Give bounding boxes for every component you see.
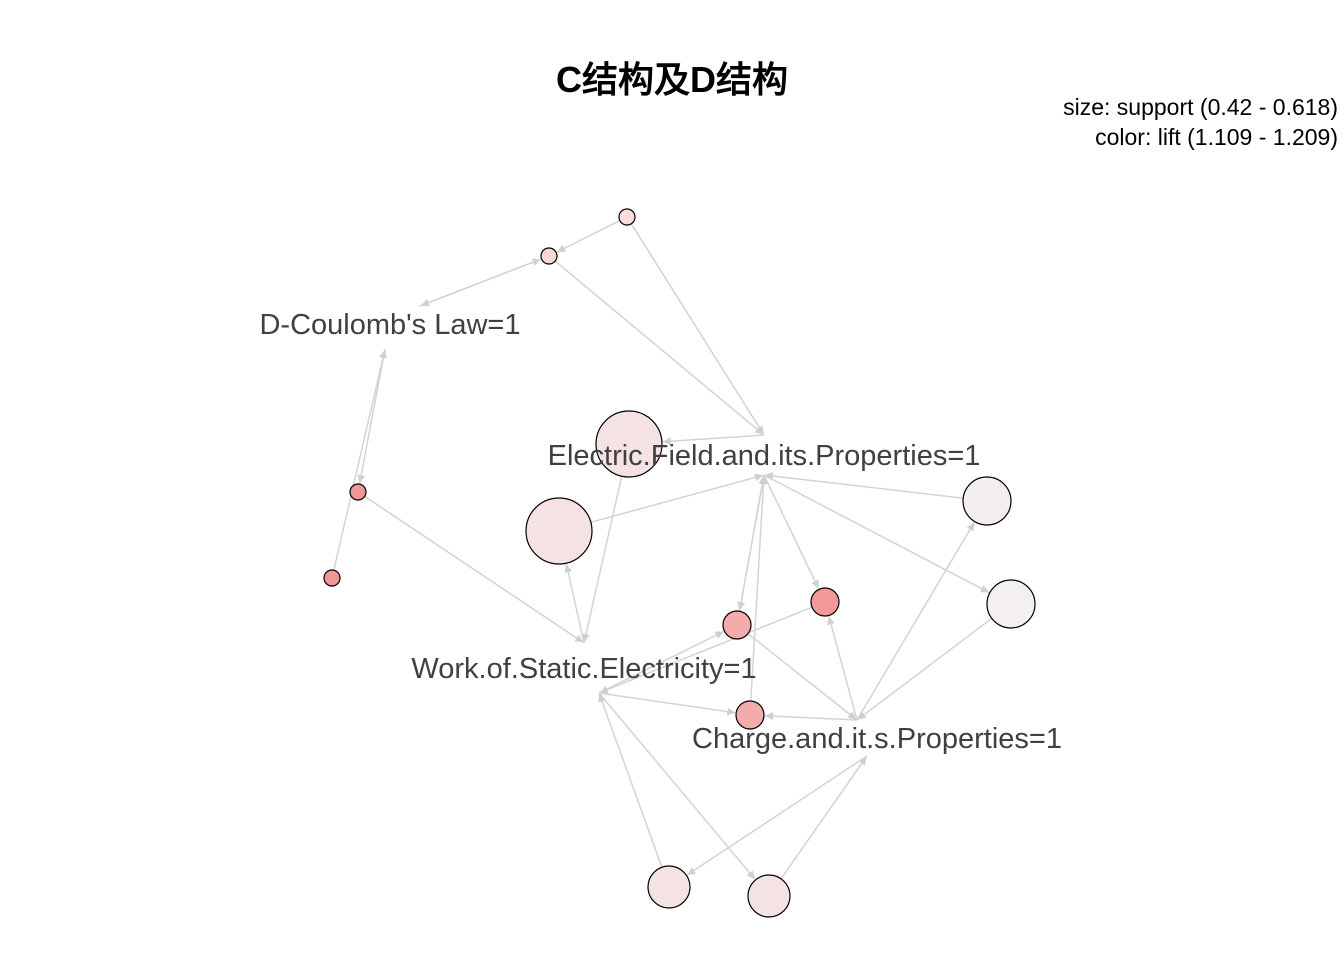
edge-r2-to-efield (554, 260, 764, 435)
edge-work-to-r9 (598, 630, 724, 694)
rule-node-r2[interactable] (540, 247, 558, 265)
rule-node-r13[interactable] (747, 874, 791, 918)
chart-title: C结构及D结构 (556, 59, 788, 100)
edge-r9-to-charge (747, 633, 857, 720)
edge-charge-to-r11 (764, 712, 858, 721)
edge-r3-to-work (364, 495, 584, 644)
edge-work-to-r13 (598, 692, 756, 880)
edge-charge-to-r10 (827, 616, 858, 721)
edge-work-to-r11 (598, 692, 736, 716)
rule-node-r7[interactable] (962, 476, 1012, 526)
edge-r9-to-efield (738, 475, 767, 612)
rule-node-r11[interactable] (735, 700, 765, 730)
item-label-efield: Electric.Field.and.its.Properties=1 (548, 440, 981, 472)
edge-r1-to-r2 (556, 219, 621, 253)
item-label-charge: Charge.and.it.s.Properties=1 (692, 723, 1062, 755)
rule-node-r8[interactable] (986, 579, 1036, 629)
legend-size: size: support (0.42 - 0.618) (1063, 94, 1338, 120)
edge-r10-to-work (599, 606, 813, 694)
edges (333, 219, 993, 880)
rule-node-r1[interactable] (618, 208, 636, 226)
edge-charge-to-r12 (686, 755, 868, 876)
edge-r11-to-efield (750, 475, 768, 702)
edge-r8-to-charge (857, 617, 993, 720)
edge-efield-to-r5 (662, 434, 765, 446)
item-labels: D-Coulomb's Law=1Electric.Field.and.its.… (259, 309, 1061, 755)
edge-r13-to-charge (780, 756, 868, 880)
edge-work-to-r6 (564, 564, 585, 644)
edge-r4-to-coulomb (333, 349, 387, 571)
rule-node-r5[interactable] (595, 410, 663, 478)
edge-coulomb-to-r3 (357, 348, 386, 484)
edge-r1-to-efield (630, 223, 765, 435)
edge-r2-to-coulomb (420, 258, 542, 307)
item-label-coulomb: D-Coulomb's Law=1 (259, 309, 520, 341)
edge-efield-to-r8 (763, 474, 990, 594)
edge-r5-to-work (582, 476, 623, 643)
item-label-work: Work.of.Static.Electricity=1 (411, 653, 756, 685)
rule-nodes (323, 208, 1036, 918)
edge-efield-to-r10 (763, 474, 820, 589)
edge-r6-to-efield (590, 473, 764, 524)
rule-node-r10[interactable] (810, 587, 840, 617)
edge-r12-to-work (598, 693, 663, 868)
edge-charge-to-r7 (856, 522, 975, 721)
rule-node-r6[interactable] (525, 497, 593, 565)
edge-r7-to-efield (764, 472, 964, 499)
legend-color: color: lift (1.109 - 1.209) (1095, 124, 1338, 150)
rule-node-r4[interactable] (323, 569, 341, 587)
rule-node-r3[interactable] (349, 483, 367, 501)
rule-node-r9[interactable] (722, 610, 752, 640)
rule-node-r12[interactable] (647, 865, 691, 909)
